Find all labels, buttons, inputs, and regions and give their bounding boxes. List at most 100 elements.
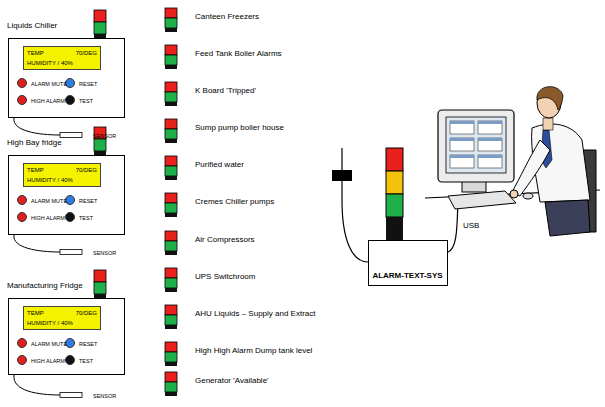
lcd-display: TEMP70/DEGHUMIDITY / 40%: [23, 46, 101, 70]
tower-light: [386, 148, 403, 171]
lcd-text: TEMP: [27, 310, 44, 317]
screen-window-bar: [478, 138, 502, 141]
button-label: TEST: [79, 98, 93, 104]
stack-light-red: [165, 156, 177, 166]
lcd-display: TEMP 70/DEGHUMIDITY / 40%: [23, 163, 101, 187]
person-arm: [512, 140, 550, 196]
device-heading: Manufacturing Fridge: [7, 282, 83, 291]
person-neck: [543, 118, 553, 130]
screen-window-bar: [450, 138, 474, 141]
stack-light-red: [165, 45, 177, 55]
button-label: HIGH ALARM: [31, 98, 65, 104]
stack-light-green: [165, 352, 177, 362]
button-black: [66, 96, 75, 105]
alarm-input-label: K Board 'Tripped': [195, 87, 256, 96]
device-heading: Liquids Chiller: [7, 22, 57, 31]
button-black: [66, 213, 75, 222]
stack-light-base: [165, 362, 177, 366]
stack-light-red: [165, 193, 177, 203]
mouse: [523, 193, 533, 199]
stack-light-base: [165, 139, 177, 143]
button-red: [18, 356, 27, 365]
button-label: ALARM MUTE: [31, 198, 67, 204]
button-label: ALARM MUTE: [31, 341, 67, 347]
stack-light-base: [165, 28, 177, 32]
monitor: [438, 110, 514, 182]
button-red: [18, 196, 27, 205]
button-label: RESET: [79, 81, 97, 87]
sensor-probe: [60, 393, 82, 398]
stack-light-green: [165, 129, 177, 139]
alarm-input-label: High High Alarm Dump tank level: [195, 347, 312, 356]
button-red: [18, 96, 27, 105]
button-red: [18, 339, 27, 348]
lcd-text: HUMIDITY / 40%: [27, 177, 73, 184]
device-panel: Manufacturing FridgeALARM MUTERESETHIGH …: [8, 298, 125, 375]
tower-light: [386, 194, 403, 217]
sensor-label: SENSOR: [93, 133, 116, 139]
stack-light-red: [165, 268, 177, 278]
person-legs: [545, 200, 590, 236]
button-label: TEST: [79, 215, 93, 221]
stack-light-green: [165, 203, 177, 213]
person-hair: [537, 87, 563, 110]
alarm-input-label: AHU Liquids – Supply and Extract: [195, 310, 316, 319]
monitor-screen: [446, 117, 506, 173]
tower-light: [386, 171, 403, 194]
screen-window-bar: [450, 155, 474, 158]
person-hand: [510, 190, 518, 198]
stack-light-base: [165, 102, 177, 106]
stack-light-green: [94, 282, 106, 294]
lcd-text: HUMIDITY / 40%: [27, 320, 73, 327]
alarm-input-label: Cremes Chiller pumps: [195, 198, 274, 207]
stack-light-base: [165, 288, 177, 292]
alarm-input-label: Air Compressors: [195, 236, 255, 245]
lcd-text: TEMP: [27, 50, 44, 57]
sensor-cable: [14, 235, 60, 252]
stack-light-green: [165, 315, 177, 325]
stack-light-base: [165, 325, 177, 329]
screen-window: [478, 138, 502, 151]
alarm-input-label: Canteen Freezers: [195, 13, 259, 22]
button-black: [66, 356, 75, 365]
stack-light-base: [165, 213, 177, 217]
sensor-cable: [14, 118, 60, 135]
button-label: HIGH ALARM: [31, 215, 65, 221]
alarm-input-label: Generator 'Available': [195, 377, 269, 386]
alarm-unit-box: ALARM-TEXT-SYS: [368, 240, 448, 286]
device-panel: High Bay fridgeALARM MUTERESETHIGH ALARM…: [8, 155, 125, 235]
lcd-text: 70/DEG: [76, 167, 97, 174]
antenna-cable: [342, 200, 368, 262]
sensor-label: SENSOR: [93, 393, 116, 399]
button-label: RESET: [79, 341, 97, 347]
sensor-probe: [60, 133, 82, 138]
cable-label: USB: [463, 222, 479, 231]
device-heading: High Bay fridge: [7, 139, 62, 148]
screen-window-bar: [478, 121, 502, 124]
button-label: ALARM MUTE: [31, 81, 67, 87]
lcd-text: TEMP: [27, 167, 44, 174]
stack-light-red: [165, 82, 177, 92]
lcd-text: HUMIDITY / 40%: [27, 60, 73, 67]
stack-light-green: [165, 55, 177, 65]
stack-light-green: [165, 92, 177, 102]
tower-base: [386, 217, 403, 240]
stack-light-green: [165, 18, 177, 28]
stack-light-green: [94, 139, 106, 151]
device-panel: Liquids ChillerALARM MUTERESETHIGH ALARM…: [8, 38, 125, 118]
stack-light-green: [165, 241, 177, 251]
keyboard: [448, 191, 516, 209]
screen-window-bar: [450, 121, 474, 124]
alarm-input-label: UPS Switchroom: [195, 273, 255, 282]
stack-light-base: [165, 176, 177, 180]
stack-light-green: [94, 22, 106, 34]
button-label: RESET: [79, 198, 97, 204]
button-red: [18, 213, 27, 222]
antenna-head: [332, 170, 352, 181]
alarm-input-label: Purified water: [195, 161, 244, 170]
lcd-display: TEMP70/DEGHUMIDITY / 40%: [23, 306, 101, 330]
stack-light-base: [165, 392, 177, 396]
stack-light-red: [165, 342, 177, 352]
